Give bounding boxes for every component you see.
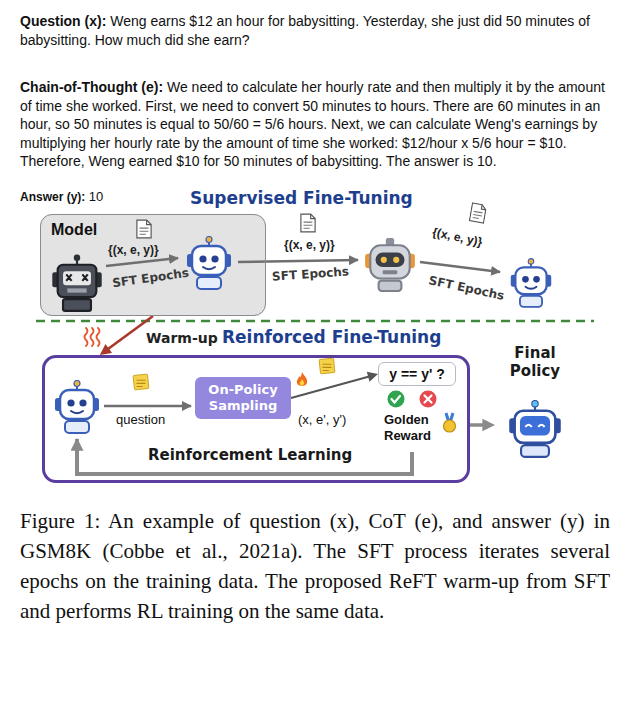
- section-title-text: Supervised Fine-Tuning: [190, 188, 413, 208]
- data-set-label-text: {(x, e, y)}: [108, 243, 159, 257]
- loop-arrow: [77, 439, 412, 474]
- question-arrow: [104, 405, 191, 408]
- sampling-box: On-Policy Sampling: [195, 377, 291, 419]
- document-icon: [469, 203, 486, 223]
- sample-arrow-label: (x, e', y'): [298, 412, 346, 427]
- question-paragraph-text: Question (x):: [20, 13, 106, 29]
- robot: [55, 381, 99, 434]
- node-label: y == y' ?: [389, 366, 444, 382]
- arrow-head: [100, 344, 112, 355]
- final-robot: [509, 401, 561, 457]
- section-title: Supervised Fine-Tuning: [190, 188, 413, 208]
- panel-fill: [40, 214, 266, 316]
- reward-label-text: Golden Reward: [384, 412, 442, 444]
- data-set-label-text: {(x, e, y)}: [284, 238, 335, 252]
- warm-up-arrow: [100, 316, 153, 355]
- output-arrow: [470, 419, 495, 432]
- document-icon: [137, 220, 151, 238]
- answer-line-text: Answer (y):: [20, 190, 85, 204]
- note-icon: [319, 358, 335, 374]
- fire-icon-part: [300, 379, 305, 386]
- panel-fills: [40, 214, 266, 316]
- medal-icon-part: [444, 420, 456, 432]
- wrong-icon: [420, 391, 437, 408]
- epochs-label: SFT Epochs: [427, 273, 505, 303]
- epochs-label-text: SFT Epochs: [272, 264, 350, 283]
- sft-arrow: [420, 262, 500, 272]
- section-title-text: Reinforced Fine-Tuning: [222, 327, 441, 347]
- node-label: Reinforcement Learning: [148, 446, 352, 464]
- node-label: Model: [51, 221, 97, 239]
- cot-paragraph: Chain-of-Thought (e):We need to calculat…: [20, 78, 610, 171]
- data-set-label-text: {(x, e, y)}: [431, 225, 484, 249]
- robot: [187, 237, 231, 290]
- answer-check-box: y == y' ?: [378, 362, 456, 386]
- medal-icon: [444, 413, 456, 432]
- warmup-heat-icon: [85, 328, 100, 346]
- correct-icon: [388, 391, 405, 408]
- question-paragraph: Question (x):Weng earns $12 an hour for …: [20, 12, 605, 49]
- warm-up-arrow-label: Warm-up: [146, 330, 218, 346]
- data-set-label: {(x, e, y)}: [108, 243, 159, 257]
- fire-icon: [297, 372, 307, 386]
- reward-label: Golden Reward: [384, 412, 442, 444]
- node-label: On-Policy Sampling: [200, 382, 286, 414]
- correct-icon-part: [388, 391, 405, 408]
- final-policy: Final Policy: [495, 340, 575, 468]
- arrow-head: [482, 419, 495, 432]
- arrow-head: [367, 372, 378, 382]
- epochs-label-text: SFT Epochs: [427, 273, 505, 303]
- dashed-divider: [36, 320, 594, 323]
- wrong-icon-part: [425, 396, 432, 403]
- question-label: question: [116, 412, 165, 427]
- document-icon: [301, 214, 315, 232]
- broken-robot: [52, 255, 101, 311]
- node-label: Final Policy: [499, 344, 571, 380]
- epochs-label: SFT Epochs: [272, 264, 350, 283]
- answer-line: Answer (y): 10: [20, 189, 180, 205]
- section-title: Reinforced Fine-Tuning: [222, 327, 441, 347]
- connector-line: [291, 376, 370, 398]
- model-panel: Model: [40, 214, 266, 316]
- sft-arrow: [238, 260, 358, 262]
- note-icon: [133, 374, 149, 390]
- data-set-label: {(x, e, y)}: [284, 238, 335, 252]
- warmup-heat-icon-part: [85, 328, 88, 346]
- correct-icon-part: [392, 396, 401, 403]
- sft-arrow: [106, 258, 178, 266]
- figure-caption: Figure 1: An example of question (x), Co…: [20, 506, 610, 626]
- warmup-heat-icon-part: [91, 328, 94, 346]
- sample-arrow: [291, 372, 378, 398]
- question-label-text: question: [116, 412, 165, 427]
- robot: [511, 259, 551, 307]
- fire-icon-part: [297, 372, 307, 386]
- warmup-heat-icon-part: [97, 328, 100, 346]
- answer-line-text: 10: [89, 189, 103, 204]
- data-set-label: {(x, e, y)}: [431, 225, 484, 249]
- cot-paragraph-text: Chain-of-Thought (e):: [20, 79, 163, 95]
- wrong-icon-part: [420, 391, 437, 408]
- metal-robot: [365, 238, 415, 291]
